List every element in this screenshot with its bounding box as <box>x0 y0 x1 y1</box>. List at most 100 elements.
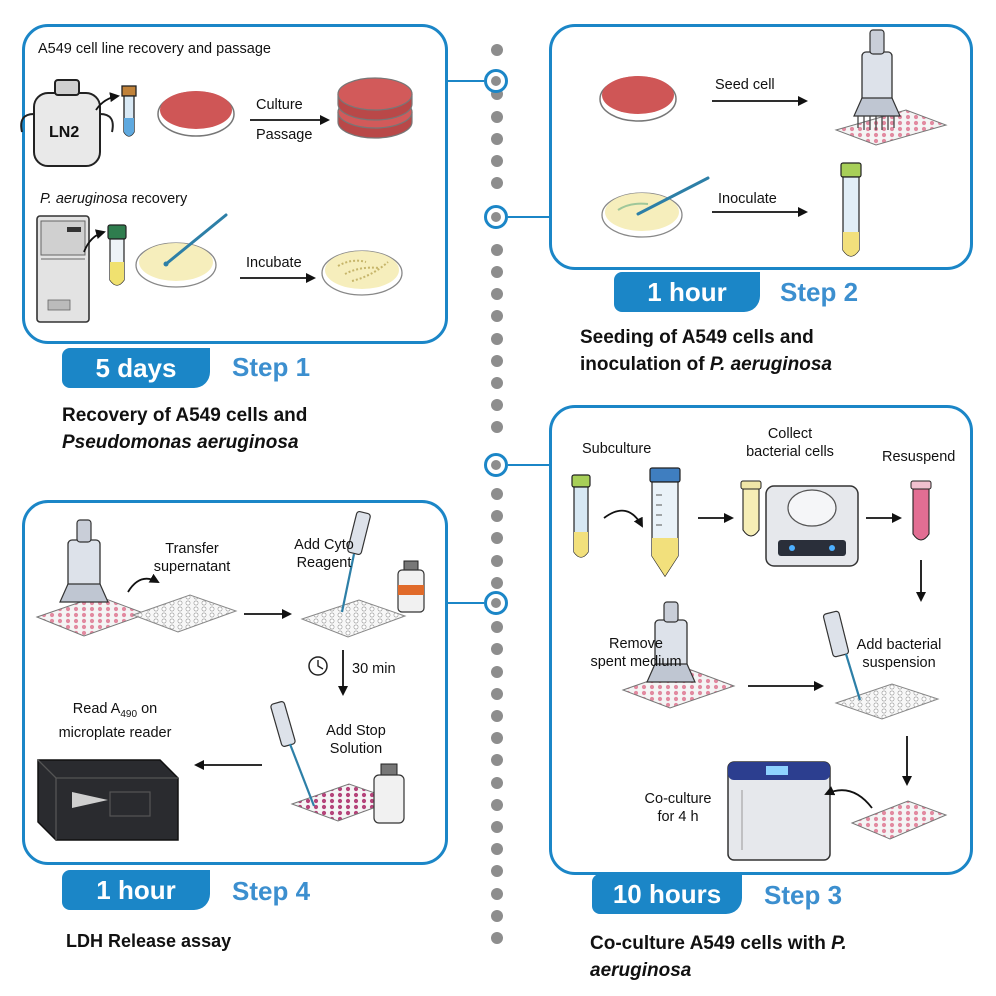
timeline-dot <box>491 110 503 123</box>
subculture-label: Subculture <box>582 441 652 457</box>
resuspend-label: Resuspend <box>882 449 956 465</box>
timeline-dot <box>491 332 503 345</box>
step4-label: Step 4 <box>232 876 311 906</box>
timeline-dot <box>491 732 503 745</box>
step3-label: Step 3 <box>764 880 843 910</box>
step1-heading-line2: Pseudomonas aeruginosa <box>62 432 299 453</box>
add-cyto-line2: Reagent <box>296 555 352 571</box>
step2-heading-line2: inoculation of P. aeruginosa <box>580 351 832 378</box>
timeline-dot <box>491 177 503 190</box>
timeline-dot <box>491 843 503 856</box>
step2-heading-line2-italic: P. aeruginosa <box>709 354 832 375</box>
remove-line1: Remove <box>609 636 663 652</box>
timeline-dot <box>491 44 503 56</box>
step2-heading-line2-prefix: inoculation of <box>580 354 705 375</box>
coculture-label: Co-culture for 4 h <box>630 790 726 826</box>
step1-row2-title-rest: recovery <box>131 191 188 207</box>
step2-label: Step 2 <box>780 277 859 307</box>
inoculate-label: Inoculate <box>718 191 777 207</box>
passage-label: Passage <box>256 127 313 143</box>
step3-duration-badge: 10 hours <box>592 874 742 914</box>
timeline-dot <box>491 132 503 145</box>
ln2-label: LN2 <box>49 124 80 141</box>
timeline-dot <box>491 710 503 722</box>
timeline-dot <box>491 754 503 767</box>
timeline-dot <box>491 288 503 301</box>
step1-panel <box>22 24 448 344</box>
step1-row2-title: P. aeruginosa recovery <box>40 190 187 208</box>
timeline-dot <box>491 665 503 678</box>
connector-step1 <box>447 80 484 82</box>
add-stop-line2: Solution <box>329 741 383 757</box>
read-a490-label: Read A490 on microplate reader <box>34 700 196 742</box>
transfer-line1: Transfer <box>165 541 219 557</box>
read-line2: microplate reader <box>58 724 172 741</box>
step1-heading-line1: Recovery of A549 cells and <box>62 405 308 426</box>
timeline-dot <box>491 354 503 367</box>
step1-row2-title-italic: P. aeruginosa <box>40 191 128 207</box>
timer-label: 30 min <box>352 661 396 677</box>
connector-step4 <box>447 602 484 604</box>
timeline-node-step3 <box>484 453 508 477</box>
remove-medium-label: Remove spent medium <box>578 635 694 671</box>
timeline-dot <box>491 821 503 833</box>
read-prefix: Read A <box>72 701 121 717</box>
step1-row1-title: A549 cell line recovery and passage <box>38 41 271 57</box>
transfer-label: Transfer supernatant <box>142 540 242 576</box>
timeline-dot <box>491 554 503 567</box>
step3-heading-line2: aeruginosa <box>590 960 692 981</box>
timeline-dot <box>491 909 503 922</box>
collect-cells-label: Collect bacterial cells <box>728 425 852 461</box>
connector-step3 <box>508 464 550 466</box>
add-bacterial-label: Add bacterial suspension <box>838 636 960 672</box>
timeline-dot <box>491 266 503 278</box>
step4-duration-badge: 1 hour <box>62 870 210 910</box>
timeline-dot <box>491 399 503 412</box>
transfer-line2: supernatant <box>153 559 231 575</box>
add-bacterial-line1: Add bacterial <box>856 637 942 653</box>
add-stop-line1: Add Stop <box>326 723 386 739</box>
timeline-dot <box>491 798 503 811</box>
timeline-dot <box>491 643 503 656</box>
timeline-dot <box>491 155 503 167</box>
add-cyto-label: Add Cyto Reagent <box>282 536 366 572</box>
seed-cell-label: Seed cell <box>715 77 775 93</box>
step3-heading-line1: Co-culture A549 cells with P. <box>590 930 847 957</box>
collect-line2: bacterial cells <box>746 444 834 460</box>
connector-step2 <box>508 216 550 218</box>
timeline-dot <box>491 776 503 789</box>
read-suffix: on <box>137 701 158 717</box>
timeline-dot <box>491 243 503 256</box>
timeline-dot <box>491 621 503 634</box>
timeline-dot <box>491 865 503 878</box>
add-stop-label: Add Stop Solution <box>314 722 398 758</box>
remove-line2: spent medium <box>590 654 682 670</box>
add-bacterial-line2: suspension <box>862 655 936 671</box>
timeline-dot <box>491 310 503 323</box>
timeline-dot <box>491 932 503 944</box>
timeline-dot <box>491 887 503 900</box>
timeline-dot <box>491 687 503 700</box>
timeline-node-step1 <box>484 69 508 93</box>
step2-heading-line1: Seeding of A549 cells and <box>580 327 814 348</box>
step3-heading-line1-italic: P. <box>831 933 847 954</box>
add-cyto-line1: Add Cyto <box>294 537 354 553</box>
step3-heading-line1-prefix: Co-culture A549 cells with <box>590 933 826 954</box>
coculture-line2: for 4 h <box>657 809 699 825</box>
culture-label: Culture <box>256 97 303 113</box>
read-subscript: 490 <box>120 708 138 720</box>
timeline-dot <box>491 532 503 545</box>
incubate-label: Incubate <box>246 255 302 271</box>
timeline-dot <box>491 421 503 434</box>
timeline-node-step4 <box>484 591 508 615</box>
timeline-dot <box>491 377 503 389</box>
timeline-dot <box>491 576 503 589</box>
step4-heading: LDH Release assay <box>66 931 232 951</box>
step2-duration-badge: 1 hour <box>614 272 760 312</box>
read-line1: Read A490 on <box>34 700 196 724</box>
collect-line1: Collect <box>767 426 813 442</box>
step2-panel <box>549 24 973 270</box>
coculture-line1: Co-culture <box>644 791 712 807</box>
timeline-dot <box>491 488 503 500</box>
step1-duration-badge: 5 days <box>62 348 210 388</box>
